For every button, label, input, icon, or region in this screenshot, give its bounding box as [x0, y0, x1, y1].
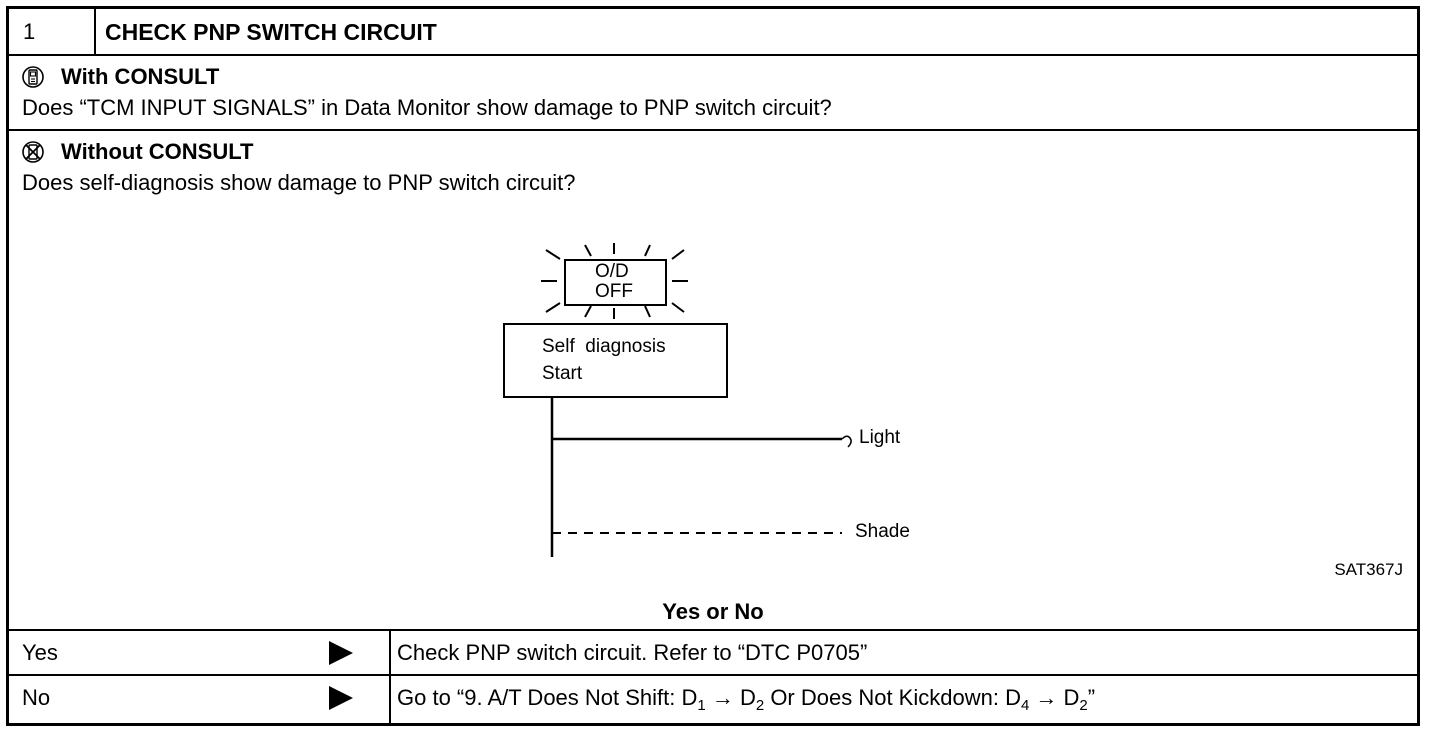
light-wave [841, 435, 852, 448]
answer-yes: Yes [22, 640, 58, 665]
step-title: CHECK PNP SWITCH CIRCUIT [105, 19, 437, 45]
no-consult-device-icon [22, 141, 44, 163]
no-action-arrow: → D [705, 685, 756, 710]
od-off-lamp [564, 259, 667, 306]
with-consult-question: Does “TCM INPUT SIGNALS” in Data Monitor… [22, 95, 832, 120]
row-divider [9, 54, 1417, 56]
no-action-prefix: Go to “9. A/T Does Not Shift: D [397, 685, 698, 710]
without-consult-heading: Without CONSULT [61, 139, 254, 164]
row-divider [9, 629, 1417, 631]
lamp-label-off: OFF [595, 281, 633, 302]
subscript: 2 [1079, 697, 1088, 714]
answer-no: No [22, 685, 51, 710]
no-action-arrow: → D [1029, 685, 1080, 710]
no-action-mid: Or Does Not Kickdown: D [764, 685, 1021, 710]
arrow-right-icon [329, 686, 353, 710]
no-action: Go to “9. A/T Does Not Shift: D1 → D2 Or… [397, 685, 1096, 714]
consult-device-icon [22, 66, 44, 88]
row-divider [9, 674, 1417, 676]
subscript: 4 [1020, 697, 1030, 714]
procedure-table: 1 CHECK PNP SWITCH CIRCUIT With CONSULT … [6, 6, 1420, 726]
arrow-right-icon [329, 641, 353, 665]
lamp-rays [541, 243, 688, 319]
light-label: Light [859, 427, 901, 448]
row-divider [9, 129, 1417, 131]
lamp-label-od: O/D [595, 261, 629, 282]
box-label-self-diagnosis: Self diagnosis [542, 336, 666, 357]
without-consult-question: Does self-diagnosis show damage to PNP s… [22, 170, 576, 195]
yes-or-no-label: Yes or No [662, 599, 764, 624]
figure-code: SAT367J [1334, 560, 1403, 579]
box-label-start: Start [542, 363, 583, 384]
with-consult-heading: With CONSULT [61, 64, 220, 89]
yes-action: Check PNP switch circuit. Refer to “DTC … [397, 640, 868, 665]
column-divider [94, 9, 96, 54]
self-diagnosis-diagram [503, 243, 852, 557]
column-divider [389, 629, 391, 723]
self-diagnosis-box [503, 323, 728, 398]
subscript: 2 [755, 697, 765, 714]
shade-label: Shade [855, 521, 910, 542]
step-number: 1 [23, 19, 36, 44]
subscript: 1 [697, 697, 706, 714]
no-action-suffix: ” [1087, 685, 1096, 710]
